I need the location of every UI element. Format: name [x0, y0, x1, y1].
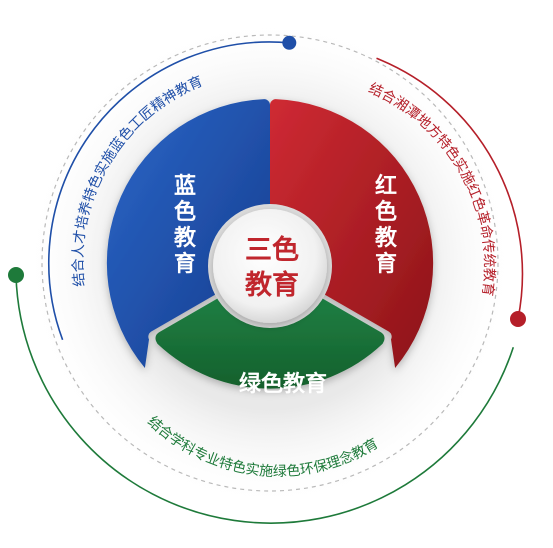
red-arc-dot [510, 311, 526, 327]
green-education-segment [155, 269, 385, 389]
red-education-segment [270, 99, 434, 368]
blue-outer-arc [48, 41, 290, 341]
green-segment-label: 绿色教育 [239, 371, 327, 397]
blue-label-char: 育 [174, 251, 196, 277]
red-label-char: 红 [375, 173, 397, 199]
green-arc-dot [8, 267, 24, 283]
blue-label-char: 教 [174, 225, 197, 251]
center-title-line2: 教育 [245, 269, 299, 301]
green-outer-arc [15, 274, 515, 524]
blue-education-segment [106, 99, 270, 368]
red-outer-arc [376, 57, 524, 320]
center-title-line1: 三色 [245, 234, 299, 266]
red-segment-label: 红 色 教 育 [375, 173, 398, 277]
blue-segment-label: 蓝 色 教 育 [174, 174, 197, 277]
center-circle [213, 209, 327, 323]
blue-label-char: 色 [174, 199, 196, 225]
red-label-char: 教 [375, 225, 398, 251]
red-label-char: 育 [375, 251, 397, 277]
dashed-ring [41, 34, 499, 492]
red-label-char: 色 [375, 199, 397, 225]
blue-label-char: 蓝 [174, 174, 196, 199]
blue-arc-dot [282, 35, 297, 50]
